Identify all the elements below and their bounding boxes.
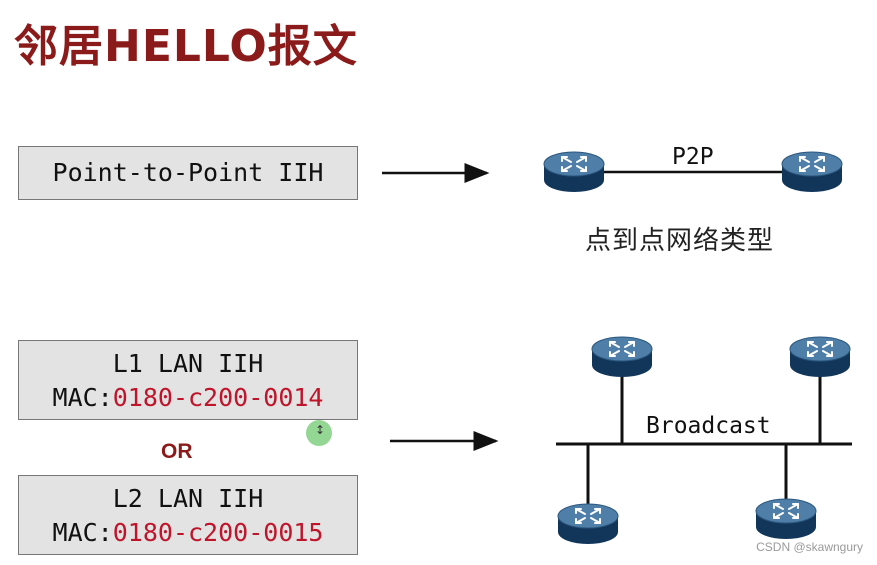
- watermark: CSDN @skawngury: [756, 540, 863, 554]
- router-icon: [591, 336, 653, 378]
- l2-lan-iih-box: L2 LAN IIH MAC:0180-c200-0015: [18, 475, 358, 555]
- router-icon: [557, 503, 619, 545]
- l1-mac-line: MAC:0180-c200-0014: [19, 381, 357, 415]
- p2p-link-label: P2P: [672, 144, 714, 170]
- broadcast-label: Broadcast: [646, 413, 771, 439]
- l2-mac-value: 0180-c200-0015: [112, 518, 324, 547]
- l2-mac-prefix: MAC:: [52, 518, 113, 547]
- page-title: 邻居HELLO报文: [14, 21, 358, 72]
- p2p-iih-box: Point-to-Point IIH: [18, 146, 358, 200]
- l1-mac-value: 0180-c200-0014: [112, 383, 324, 412]
- l2-lan-iih-label: L2 LAN IIH: [112, 484, 264, 513]
- router-icon: [543, 151, 605, 193]
- router-icon: [789, 336, 851, 378]
- or-label: OR: [161, 440, 193, 463]
- p2p-caption: 点到点网络类型: [585, 226, 775, 256]
- l2-mac-line: MAC:0180-c200-0015: [19, 516, 357, 550]
- router-icon: [755, 498, 817, 540]
- router-icon: [781, 151, 843, 193]
- l1-lan-iih-label: L1 LAN IIH: [112, 349, 264, 378]
- p2p-iih-label: Point-to-Point IIH: [52, 158, 324, 187]
- cursor-indicator: ↕: [306, 420, 332, 446]
- l1-mac-prefix: MAC:: [52, 383, 113, 412]
- l1-lan-iih-box: L1 LAN IIH MAC:0180-c200-0014: [18, 340, 358, 420]
